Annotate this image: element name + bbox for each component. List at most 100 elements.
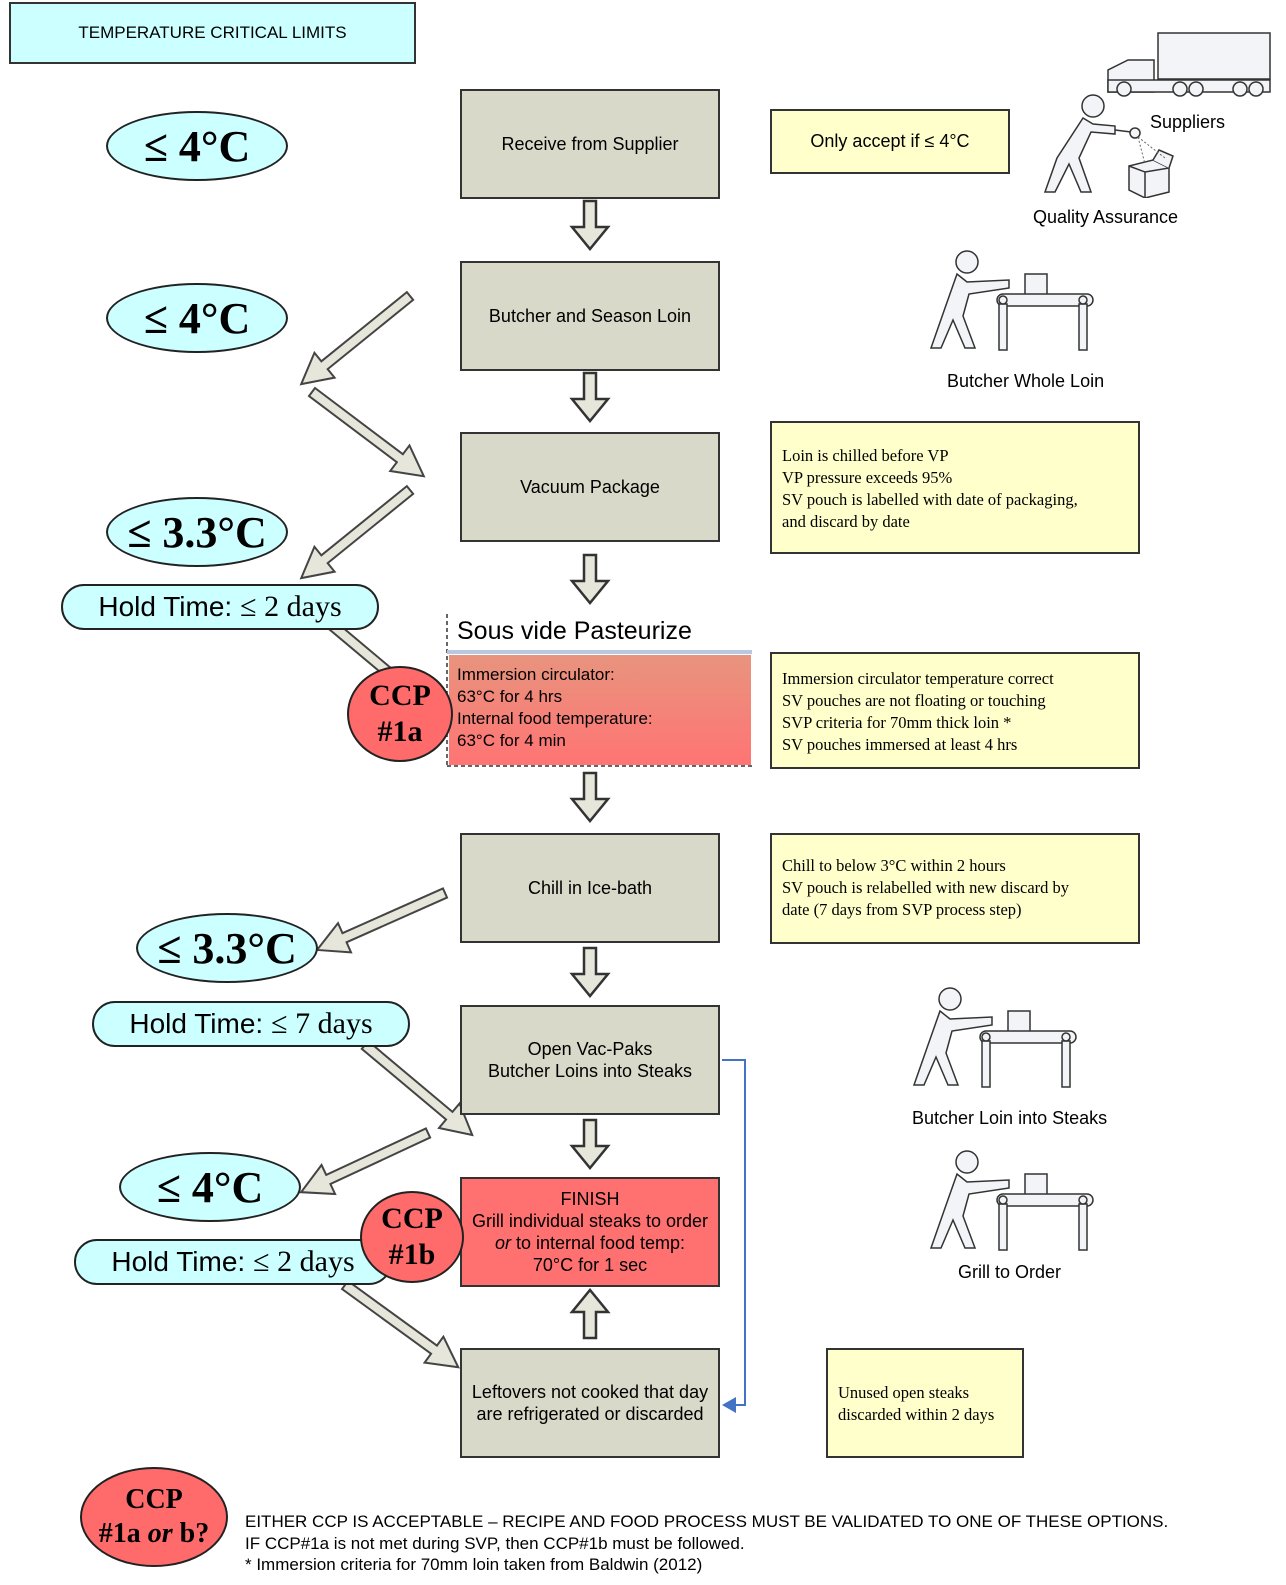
sv-line-2: 63°C for 4 hrs — [457, 687, 563, 706]
diag-arrow-3 — [290, 476, 422, 592]
hold-time-1-value: ≤ 2 days — [240, 590, 342, 623]
step-finish: FINISH Grill individual steaks to order … — [460, 1177, 720, 1287]
ccp-legend-badge: CCP #1a or b? — [80, 1467, 228, 1567]
ccp-1b-line-2: #1b — [388, 1238, 436, 1271]
finish-line-4: 70°C for 1 sec — [532, 1255, 648, 1275]
footer-line-1: EITHER CCP IS ACCEPTABLE – RECIPE AND FO… — [245, 1512, 1169, 1531]
note-vacuum-line-3: SV pouch is labelled with date of packag… — [782, 490, 1078, 509]
butcher-worker-icon — [929, 250, 1094, 351]
step-chill: Chill in Ice-bath — [460, 833, 720, 943]
ccp-1a-line-1: CCP — [369, 679, 431, 712]
hold-time-3: Hold Time:≤ 2 days — [74, 1239, 392, 1285]
hold-time-2: Hold Time:≤ 7 days — [92, 1001, 410, 1047]
temp-limit-receive: ≤ 4°C — [106, 111, 288, 181]
finish-or: or — [494, 1233, 511, 1253]
flow-arrow-up — [570, 1288, 610, 1340]
quality-inspector-icon — [1043, 94, 1174, 198]
step-open-butcher: Open Vac-Paks Butcher Loins into Steaks — [460, 1005, 720, 1115]
ccp-1b-badge: CCP #1b — [360, 1191, 464, 1283]
sv-line-3: Internal food temperature: — [457, 709, 653, 728]
diag-arrow-1 — [290, 282, 422, 398]
connector-line — [722, 1059, 746, 1406]
note-sv-line-2: SV pouches are not floating or touching — [782, 691, 1046, 710]
flow-arrow-6 — [570, 1118, 610, 1170]
finish-line-1: FINISH — [560, 1189, 620, 1209]
ccp-legend-a: #1a — [98, 1518, 141, 1549]
leftovers-line-1: Leftovers not cooked that day — [471, 1382, 709, 1402]
ccp-legend-line-1: CCP — [125, 1484, 183, 1515]
finish-line-3-rest: to internal food temp: — [510, 1233, 686, 1253]
flow-arrow-5 — [570, 946, 610, 998]
butcher-whole-loin-label: Butcher Whole Loin — [947, 371, 1105, 391]
ccp-1a-badge: CCP #1a — [347, 666, 453, 762]
note-sv-line-3: SVP criteria for 70mm thick loin * — [782, 713, 1012, 732]
sous-vide-heading: Sous vide Pasteurize — [457, 617, 692, 645]
note-vacuum-line-4: and discard by date — [782, 512, 910, 531]
supplier-truck-icon — [1107, 32, 1271, 97]
sv-line-1: Immersion circulator: — [457, 665, 615, 684]
note-vacuum-line-2: VP pressure exceeds 95% — [782, 468, 953, 487]
step-chill-label: Chill in Ice-bath — [527, 878, 653, 898]
note-accept: Only accept if ≤ 4°C — [770, 109, 1010, 174]
step-open-line-1: Open Vac-Paks — [527, 1039, 653, 1059]
flow-arrow-2 — [570, 371, 610, 423]
note-vacuum: Loin is chilled before VP VP pressure ex… — [770, 421, 1140, 554]
note-chill: Chill to below 3°C within 2 hours SV pou… — [770, 833, 1140, 944]
ccp-legend-b: b? — [179, 1518, 210, 1549]
step-leftovers: Leftovers not cooked that day are refrig… — [460, 1348, 720, 1458]
note-unused: Unused open steaks discarded within 2 da… — [826, 1348, 1024, 1458]
step-receive: Receive from Supplier — [460, 89, 720, 199]
flow-arrow-4 — [570, 771, 610, 823]
temp-limit-chill: ≤ 3.3°C — [136, 913, 318, 983]
sv-line-4: 63°C for 4 min — [457, 731, 566, 750]
flow-arrow-3 — [570, 553, 610, 605]
note-chill-line-1: Chill to below 3°C within 2 hours — [782, 856, 1006, 875]
hold-time-2-value: ≤ 7 days — [271, 1007, 373, 1040]
connector-arrowhead — [722, 1397, 736, 1413]
sous-vide-box: Immersion circulator: 63°C for 4 hrs Int… — [449, 655, 751, 765]
step-vacuum: Vacuum Package — [460, 432, 720, 542]
hold-time-1: Hold Time:≤ 2 days — [61, 584, 379, 630]
hold-time-3-label: Hold Time: — [111, 1246, 246, 1277]
leftovers-line-2: are refrigerated or discarded — [476, 1404, 704, 1424]
butcher-steaks-label: Butcher Loin into Steaks — [912, 1108, 1108, 1128]
hold-time-2-label: Hold Time: — [129, 1008, 264, 1039]
grill-cook-icon — [929, 1150, 1094, 1251]
diag-arrow-8 — [334, 1271, 469, 1382]
ccp-1b-line-1: CCP — [381, 1202, 443, 1235]
step-receive-label: Receive from Supplier — [501, 134, 679, 154]
note-unused-line-2: discarded within 2 days — [838, 1405, 995, 1424]
note-sv-line-1: Immersion circulator temperature correct — [782, 669, 1054, 688]
footer-line-3: * Immersion criteria for 70mm loin taken… — [245, 1555, 703, 1574]
ccp-legend-or: or — [147, 1518, 173, 1549]
suppliers-label: Suppliers — [1150, 112, 1226, 132]
temp-limit-finish: ≤ 4°C — [119, 1152, 301, 1222]
note-chill-line-2: SV pouch is relabelled with new discard … — [782, 878, 1070, 897]
step-butcher-season: Butcher and Season Loin — [460, 261, 720, 371]
diag-arrow-5 — [309, 877, 453, 966]
ccp-1a-line-2: #1a — [377, 715, 423, 748]
hold-time-1-label: Hold Time: — [98, 591, 233, 622]
quality-assurance-label: Quality Assurance — [1033, 207, 1179, 227]
note-sous-vide: Immersion circulator temperature correct… — [770, 652, 1140, 769]
page-title: TEMPERATURE CRITICAL LIMITS — [9, 2, 416, 64]
step-butcher-season-label: Butcher and Season Loin — [488, 306, 692, 326]
finish-line-2: Grill individual steaks to order — [471, 1211, 709, 1231]
grill-to-order-label: Grill to Order — [958, 1262, 1062, 1282]
note-vacuum-line-1: Loin is chilled before VP — [782, 446, 949, 465]
step-open-line-2: Butcher Loins into Steaks — [487, 1061, 693, 1081]
temp-limit-butcher: ≤ 4°C — [106, 283, 288, 353]
note-sv-line-4: SV pouches immersed at least 4 hrs — [782, 735, 1018, 754]
steak-butcher-icon — [912, 987, 1077, 1088]
hold-time-3-value: ≤ 2 days — [253, 1245, 355, 1278]
note-chill-line-3: date (7 days from SVP process step) — [782, 900, 1022, 919]
temp-limit-vacuum: ≤ 3.3°C — [106, 497, 288, 567]
step-vacuum-label: Vacuum Package — [520, 477, 660, 497]
diag-arrow-2 — [301, 378, 435, 491]
ccp-legend-line-2: #1a or b? — [99, 1517, 209, 1551]
finish-line-3: or to internal food temp: — [495, 1232, 685, 1254]
note-unused-line-1: Unused open steaks — [838, 1383, 970, 1402]
footer-line-2: IF CCP#1a is not met during SVP, then CC… — [245, 1534, 745, 1553]
flow-arrow-1 — [570, 199, 610, 251]
